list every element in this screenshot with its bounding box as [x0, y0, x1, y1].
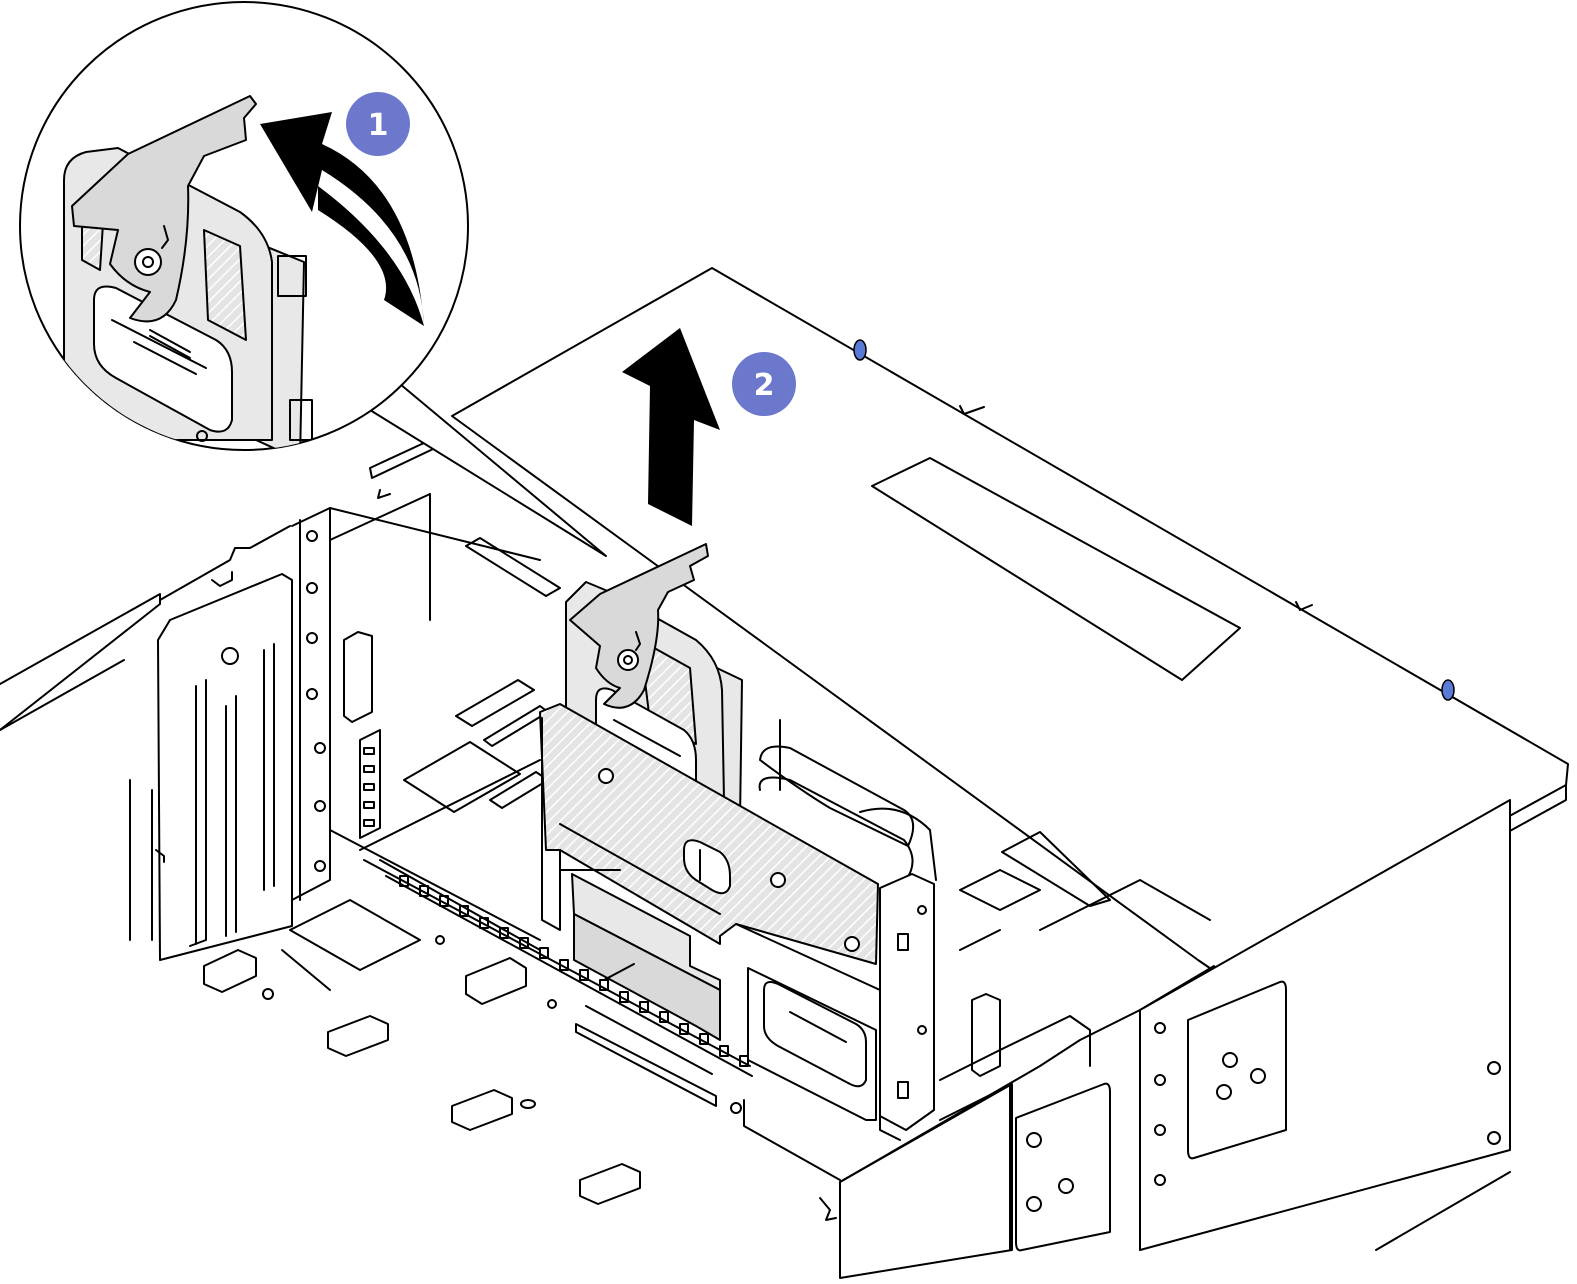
riser-cage[interactable]	[539, 543, 935, 1141]
blue-thumbscrew[interactable]	[1441, 679, 1455, 701]
psu-plate	[1187, 980, 1287, 1160]
rotate-arrow	[260, 112, 424, 326]
step-2-callout: 2	[732, 352, 796, 416]
floor-connector	[465, 957, 527, 1005]
system-board-area	[203, 429, 841, 1205]
step-number: 1	[368, 108, 389, 143]
lift-up-arrow	[622, 328, 720, 526]
zoom-callout	[19, 1, 607, 557]
floor-connector	[203, 949, 257, 993]
riser-front-panel	[539, 703, 879, 965]
zoom-latch-lever	[71, 95, 257, 323]
riser-release-latch[interactable]	[569, 543, 709, 709]
pcie-bracket-cage	[129, 507, 331, 961]
floor-connector	[327, 1015, 389, 1057]
step-badge	[346, 92, 410, 156]
right-bay	[758, 719, 1211, 1121]
psu-plate	[1015, 1082, 1111, 1252]
blue-thumbscrew[interactable]	[853, 339, 867, 361]
chassis-left-wall	[0, 525, 291, 731]
step-number: 2	[754, 368, 775, 403]
floor-connector	[451, 1089, 513, 1131]
step-badge	[732, 352, 796, 416]
floor-connector	[579, 1163, 641, 1205]
chassis-front-right	[819, 799, 1511, 1279]
step-1-callout: 1	[346, 92, 410, 156]
